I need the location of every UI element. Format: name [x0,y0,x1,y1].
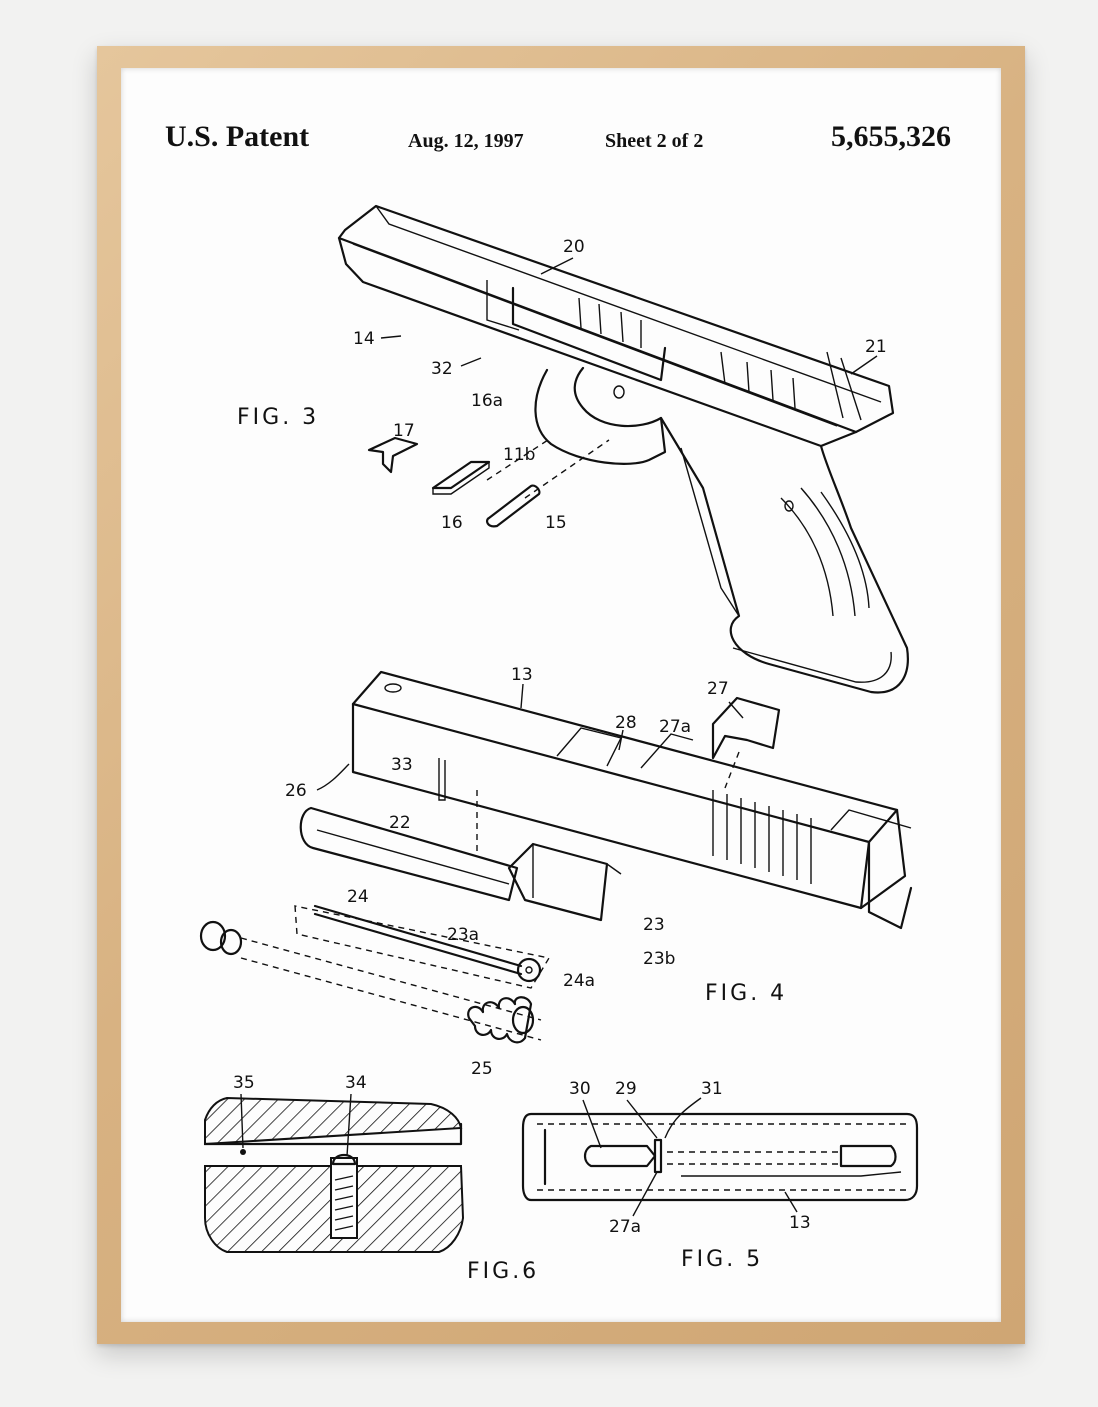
callout-32: 32 [431,359,453,379]
callout-30: 30 [569,1079,591,1099]
callout-21: 21 [865,337,887,357]
callout-14: 14 [353,329,375,349]
callout-28: 28 [615,713,637,733]
header-title: U.S. Patent [165,120,310,153]
callout-24a: 24a [563,971,595,991]
fig5-label: FIG. 5 [681,1247,763,1272]
header-patent-number: 5,655,326 [831,120,951,153]
patent-drawing: FIG. 3 14 20 21 32 16a 17 11b 16 15 [199,204,919,1284]
fig4-slide-drawing [199,670,913,1044]
header-sheet: Sheet 2 of 2 [605,130,704,152]
callout-34: 34 [345,1073,367,1093]
callout-22: 22 [389,813,411,833]
wooden-frame: U.S. Patent Aug. 12, 1997 Sheet 2 of 2 5… [97,46,1025,1344]
callout-33: 33 [391,755,413,775]
fig6-section-drawing [203,1096,465,1253]
callout-26: 26 [285,781,307,801]
callout-11b: 11b [503,445,535,465]
callout-24: 24 [347,887,369,907]
callout-16: 16 [441,513,463,533]
fig3-label: FIG. 3 [237,405,319,430]
fig6-label: FIG.6 [467,1259,539,1284]
callout-27: 27 [707,679,729,699]
callout-23b: 23b [643,949,675,969]
fig5-section-drawing [521,1112,919,1202]
callout-29: 29 [615,1079,637,1099]
callout-27a: 27a [659,717,691,737]
callout-16a: 16a [471,391,503,411]
callout-20: 20 [563,237,585,257]
callout-13-fig5: 13 [789,1213,811,1233]
callout-31: 31 [701,1079,723,1099]
callout-13: 13 [511,665,533,685]
header-date: Aug. 12, 1997 [408,130,524,152]
patent-print: U.S. Patent Aug. 12, 1997 Sheet 2 of 2 5… [121,68,1001,1322]
fig3-frame-drawing [337,204,909,694]
fig4-label: FIG. 4 [705,981,787,1006]
callout-15: 15 [545,513,567,533]
callout-17: 17 [393,421,415,441]
callout-23: 23 [643,915,665,935]
callout-35: 35 [233,1073,255,1093]
callout-27a-fig5: 27a [609,1217,641,1237]
callout-25: 25 [471,1059,493,1079]
callout-23a: 23a [447,925,479,945]
